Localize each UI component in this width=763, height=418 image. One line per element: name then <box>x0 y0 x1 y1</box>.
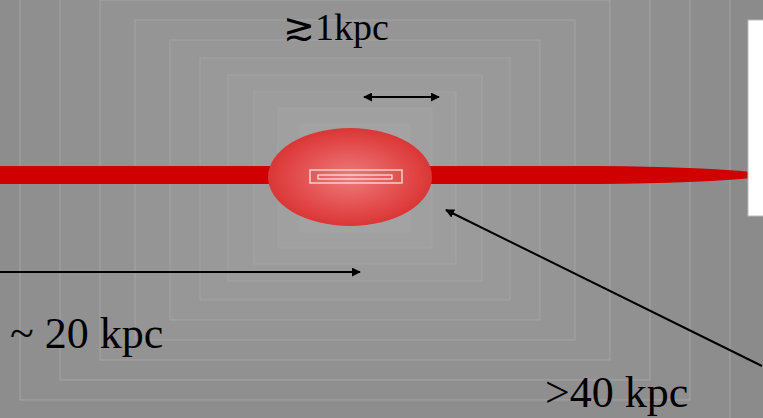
inner-bar <box>318 175 392 179</box>
galactic-bulge <box>268 128 432 226</box>
bar <box>310 170 402 183</box>
disk-radius-arrow <box>0 271 360 273</box>
halo-pointer-arrow <box>446 210 762 366</box>
bulge-size-label: ≳1kpc <box>283 8 389 46</box>
disk-radius-label: ~ 20 kpc <box>10 312 163 356</box>
bulge-size-arrow <box>364 96 439 98</box>
white-panel <box>748 20 763 216</box>
halo-size-label: >40 kpc <box>545 371 688 415</box>
